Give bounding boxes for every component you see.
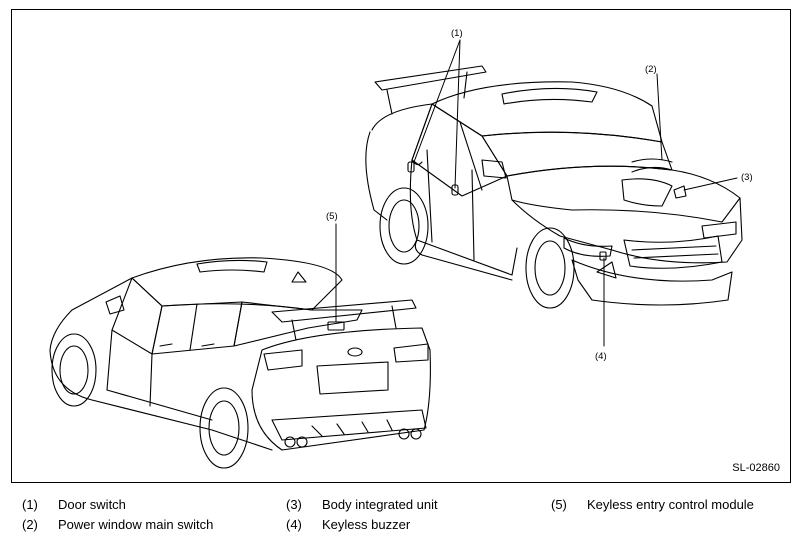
legend-label: Door switch <box>58 497 126 512</box>
leader-lines <box>335 39 738 347</box>
vehicle-component-diagram: (1) (2) (3) (4) (5) <box>49 28 753 469</box>
callout-door-switch: (1) <box>451 28 463 39</box>
callout-body-integrated-unit: (3) <box>741 172 753 183</box>
figure-frame: (1) (2) (3) (4) (5) SL-02860 <box>11 9 791 483</box>
figure-code: SL-02860 <box>732 462 780 474</box>
legend-number: (2) <box>22 517 38 532</box>
legend: (1) Door switch (2) Power window main sw… <box>0 486 804 542</box>
legend-number: (5) <box>551 497 567 512</box>
legend-label: Power window main switch <box>58 517 214 532</box>
legend-number: (1) <box>22 497 38 512</box>
front-view-car <box>365 65 743 309</box>
callout-power-window-main-switch: (2) <box>645 64 657 75</box>
legend-label: Keyless entry control module <box>587 497 754 512</box>
legend-number: (4) <box>286 517 302 532</box>
callout-keyless-entry-control-module: (5) <box>326 211 338 222</box>
legend-label: Keyless buzzer <box>322 517 411 532</box>
callout-keyless-buzzer: (4) <box>595 351 607 362</box>
rear-view-car <box>49 257 431 469</box>
legend-number: (3) <box>286 497 302 512</box>
legend-label: Body integrated unit <box>322 497 438 512</box>
